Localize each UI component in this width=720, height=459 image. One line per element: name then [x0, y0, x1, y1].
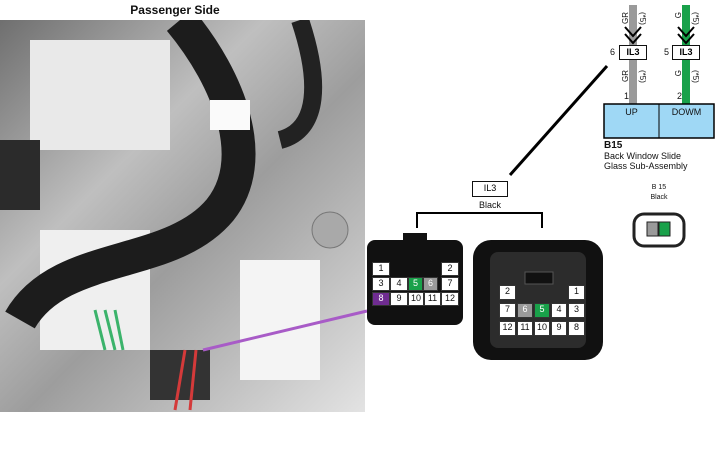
b15-thumb-pin [646, 221, 659, 237]
component-desc-1: Back Window Slide [604, 151, 682, 161]
component-pin-down: 2 [677, 91, 683, 101]
ground-bolt [311, 211, 349, 249]
connector-a-pin: 6 [423, 277, 438, 291]
grey-wire-bottom [629, 60, 637, 104]
thumb-color: Black [650, 194, 668, 201]
connector-b-pin: 4 [551, 303, 567, 318]
connector-b-pin: 7 [499, 303, 516, 318]
component-pin-up: 1 [624, 91, 630, 101]
connector-a-pin: 7 [441, 277, 459, 291]
connector-b-pin: 9 [551, 321, 567, 336]
green-wire-bottom [682, 60, 690, 104]
terminal-up-label: UP [625, 107, 638, 117]
green-wire-top [682, 5, 690, 47]
connector-a-pin: 1 [372, 262, 390, 276]
connector-a-pin: 10 [408, 292, 424, 306]
connector-b-latch [524, 271, 554, 285]
connector-b-pin: 10 [534, 321, 550, 336]
tape-band [210, 100, 250, 130]
component-id: B15 [604, 140, 623, 151]
connector-a-pin: 2 [441, 262, 459, 276]
white-connector-block [30, 40, 170, 150]
connector-b-pin: 11 [517, 321, 533, 336]
connector-bracket [416, 212, 543, 228]
engine-bay-photo [0, 20, 365, 412]
wire-color-left-bottom: GR [621, 70, 630, 82]
connector-name-box: IL3 [472, 181, 508, 197]
connector-b-pin: 5 [534, 303, 550, 318]
wire-suffix-right-bottom: (*5) [691, 70, 700, 83]
page-title: Passenger Side [130, 3, 220, 17]
pin-number-left: 6 [610, 47, 616, 57]
wire-color-left-top: GR [621, 12, 630, 24]
thumb-id: B 15 [651, 184, 667, 191]
red-wires [173, 349, 198, 411]
black-harness [277, 20, 323, 149]
connector-b-pin: 12 [499, 321, 516, 336]
white-connector-block [240, 260, 320, 380]
connector-tag-right: IL3 [672, 45, 700, 60]
connector-tag-left: IL3 [619, 45, 647, 60]
connector-a-latch [403, 233, 427, 243]
connector-color-label: Black [478, 200, 501, 210]
terminal-down-label: DOWM [671, 107, 702, 117]
component-desc-2: Glass Sub-Assembly [604, 161, 688, 171]
black-harness [5, 20, 256, 330]
chevron-down-icon [624, 26, 642, 45]
purple-pointer-line [202, 309, 368, 352]
connector-b-pin: 1 [568, 285, 585, 300]
connector-a-pin: 4 [390, 277, 408, 291]
connector-b-pin: 3 [568, 303, 585, 318]
green-wires [93, 309, 125, 351]
connector-b-pin: 2 [499, 285, 516, 300]
grey-wire-top [629, 5, 637, 47]
connector-b-pin: 6 [517, 303, 533, 318]
connector-a-pin: 5 [408, 277, 423, 291]
connector-a-pin: 12 [441, 292, 459, 306]
connector-a-pin: 9 [390, 292, 408, 306]
pin-number-right: 5 [664, 47, 670, 57]
wire-suffix-left-bottom: (*5) [638, 70, 647, 83]
photo-illustration [0, 20, 349, 411]
wire-suffix-left-top: (*5) [638, 12, 647, 25]
wire-color-right-top: G [674, 12, 683, 19]
connector-b-pin: 8 [568, 321, 585, 336]
connector-a-pin: 8 [372, 292, 390, 306]
wire-suffix-right-top: (*5) [691, 12, 700, 25]
connector-a-pin: 11 [424, 292, 441, 306]
chevron-down-icon [677, 26, 695, 45]
black-pointer-line [508, 65, 609, 176]
connector-a-pin: 3 [372, 277, 390, 291]
b15-thumb-pin [658, 221, 671, 237]
wire-color-right-bottom: G [674, 70, 683, 77]
dark-connector [0, 140, 40, 210]
